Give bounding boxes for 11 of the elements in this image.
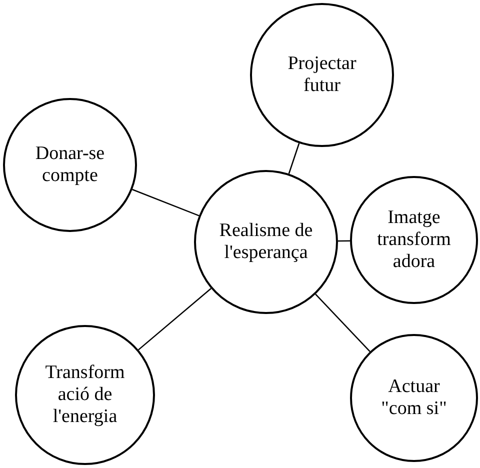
connector-line [338,240,350,242]
connector-line [132,188,200,216]
connector-line [138,288,212,350]
node-label: Imatge transform adora [376,207,452,273]
node-label: Realisme de l'esperança [218,220,314,264]
connector-line [288,143,300,174]
node-label: Actuar "com si" [380,376,448,420]
connector-line [315,294,370,352]
node-label: Transform ació de l'energia [44,362,126,428]
node-label: Projectar futur [286,53,358,97]
node-label: Donar-se compte [34,143,106,187]
